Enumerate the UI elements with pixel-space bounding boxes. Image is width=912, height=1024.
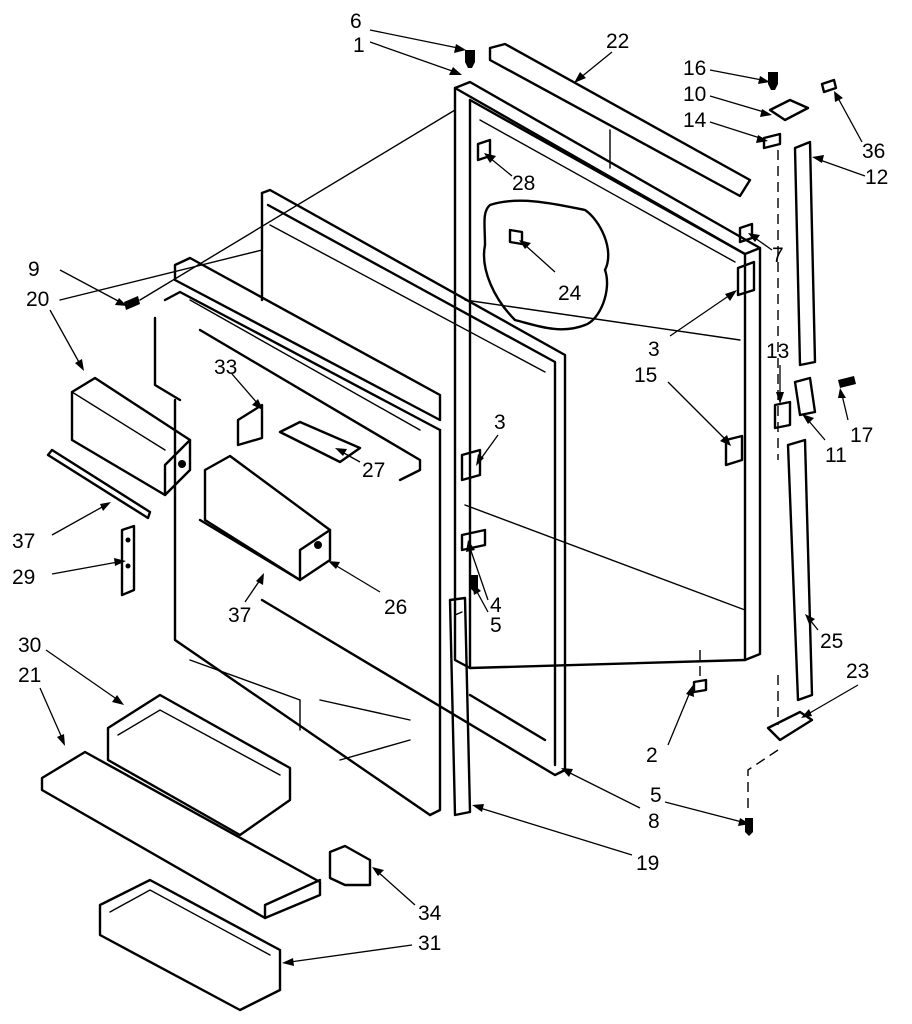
callout-24: 24 [558, 282, 582, 305]
callout-5-bottom: 5 [650, 784, 662, 807]
callout-20: 20 [26, 288, 49, 311]
trim-strip [488, 42, 752, 198]
callout-19: 19 [636, 852, 659, 875]
callout-10: 10 [683, 83, 706, 106]
callout-17: 17 [850, 424, 873, 447]
callout-6: 6 [350, 10, 362, 33]
door-frame [453, 80, 762, 670]
callout-26: 26 [384, 596, 407, 619]
callout-labels: 6 1 22 16 10 14 36 12 28 7 24 9 20 3 15 … [12, 10, 888, 955]
tray-27 [278, 420, 362, 464]
callout-37-left: 37 [12, 530, 35, 553]
shelf-strip-left [46, 448, 152, 520]
door-inner-panel [153, 256, 442, 817]
bin-30 [106, 693, 292, 837]
callout-22: 22 [606, 30, 629, 53]
callout-9: 9 [28, 258, 40, 281]
callout-37-middle: 37 [228, 604, 251, 627]
hardware [124, 50, 856, 836]
callout-7: 7 [772, 244, 784, 267]
bracket-34 [328, 844, 372, 887]
callout-3-left: 3 [494, 411, 506, 434]
callout-2: 2 [646, 744, 658, 767]
leader-lines [39, 29, 866, 966]
callout-30: 30 [18, 634, 41, 657]
door-liner [260, 188, 567, 777]
callout-21: 21 [18, 664, 41, 687]
callout-5-mid: 5 [490, 614, 502, 637]
callout-25: 25 [820, 630, 843, 653]
gasket [448, 596, 472, 817]
callout-11: 11 [825, 444, 847, 467]
callout-4: 4 [490, 594, 502, 617]
callout-27: 27 [362, 459, 385, 482]
callout-23: 23 [846, 660, 869, 683]
callout-31: 31 [418, 932, 441, 955]
callout-1: 1 [353, 34, 365, 57]
callout-8: 8 [648, 810, 660, 833]
callout-13: 13 [766, 340, 789, 363]
shelf-26 [198, 454, 332, 582]
bin-21 [40, 750, 322, 920]
cutaway-area [482, 199, 610, 331]
callout-14: 14 [683, 109, 707, 132]
bin-31 [98, 878, 282, 1012]
callout-33: 33 [214, 356, 237, 379]
bracket-33 [236, 403, 264, 447]
shelf-20 [70, 376, 192, 497]
clip-29 [120, 524, 136, 597]
callout-3-right: 3 [648, 338, 660, 361]
right-side-strips [773, 140, 817, 702]
callout-28: 28 [512, 172, 535, 195]
callout-12: 12 [865, 166, 888, 189]
dashed-guides [59, 109, 779, 810]
callout-29: 29 [12, 566, 35, 589]
callout-34: 34 [418, 902, 442, 925]
callout-36: 36 [862, 140, 885, 163]
callout-15: 15 [634, 364, 657, 387]
callout-16: 16 [683, 57, 706, 80]
